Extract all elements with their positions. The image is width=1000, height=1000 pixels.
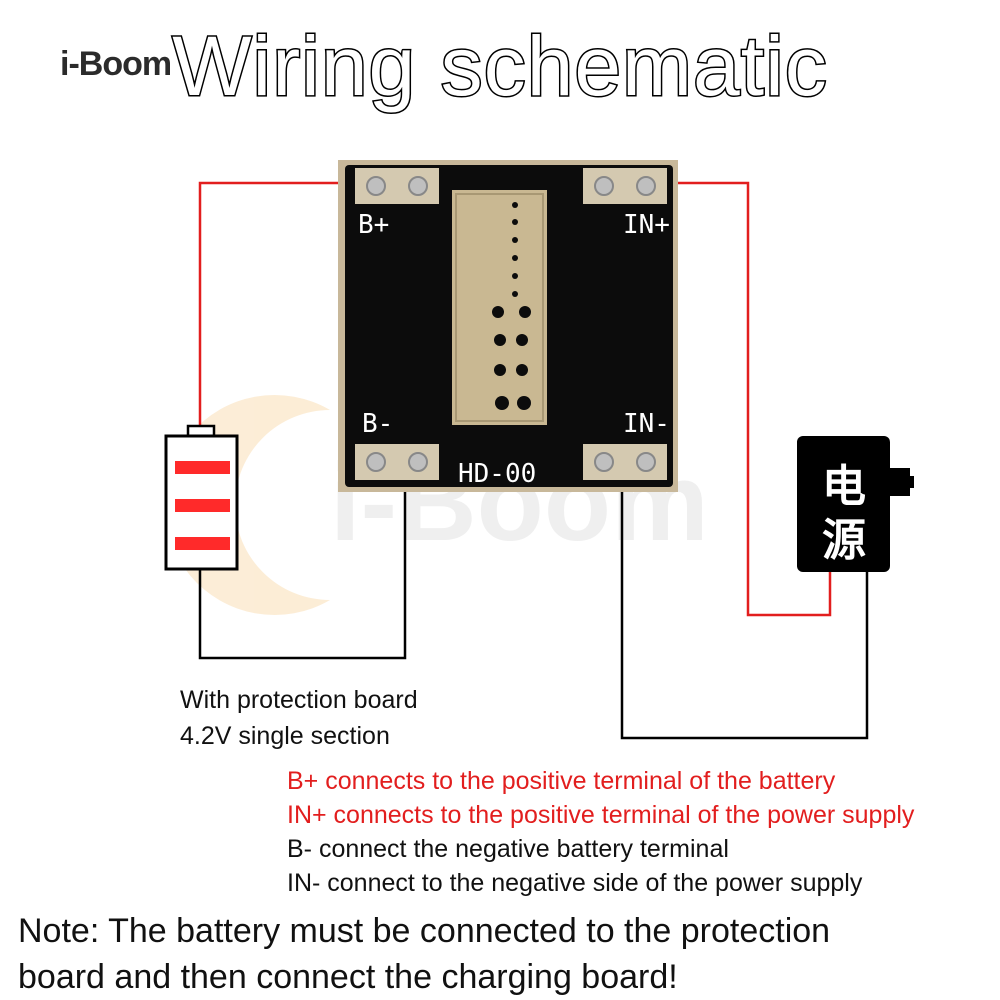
pad-in-plus [583,168,667,204]
instruction-b-minus: B- connect the negative battery terminal [287,835,729,863]
battery-note-line1: With protection board [180,686,418,714]
pad-in-minus [583,444,667,480]
logo-text: i-Boom [60,45,172,83]
battery-note-line2: 4.2V single section [180,722,390,750]
power-supply-icon [797,436,914,572]
label-b-plus: B+ [358,210,389,240]
wire-b-minus [198,463,407,660]
instruction-in-plus: IN+ connects to the positive terminal of… [287,801,915,829]
charging-board: B+ IN+ B- IN- HD-00 [338,160,678,492]
instruction-in-minus: IN- connect to the negative side of the … [287,869,863,897]
label-b-minus: B- [362,409,393,439]
label-in-minus: IN- [623,409,670,439]
pad-b-minus [355,444,439,480]
wire-b-plus [198,181,395,425]
board-vias [492,202,531,410]
battery-icon [164,424,239,571]
wire-in-minus [620,463,869,740]
wire-in-plus [625,181,832,617]
instructions: B+ connects to the positive terminal of … [287,764,914,900]
power-supply-glyph-top: 电 [822,461,866,512]
warning-note: Note: The battery must be connected to t… [18,908,830,1000]
battery-note: With protection board 4.2V single sectio… [180,682,418,754]
page-title: Wiring schematic [171,18,828,115]
warning-note-line2: board and then connect the charging boar… [18,958,678,996]
instruction-b-plus: B+ connects to the positive terminal of … [287,767,836,795]
label-in-plus: IN+ [623,210,670,240]
label-model: HD-00 [458,459,536,489]
power-supply-glyph-bottom: 源 [822,515,866,566]
warning-note-line1: Note: The battery must be connected to t… [18,912,831,950]
pad-b-plus [355,168,439,204]
